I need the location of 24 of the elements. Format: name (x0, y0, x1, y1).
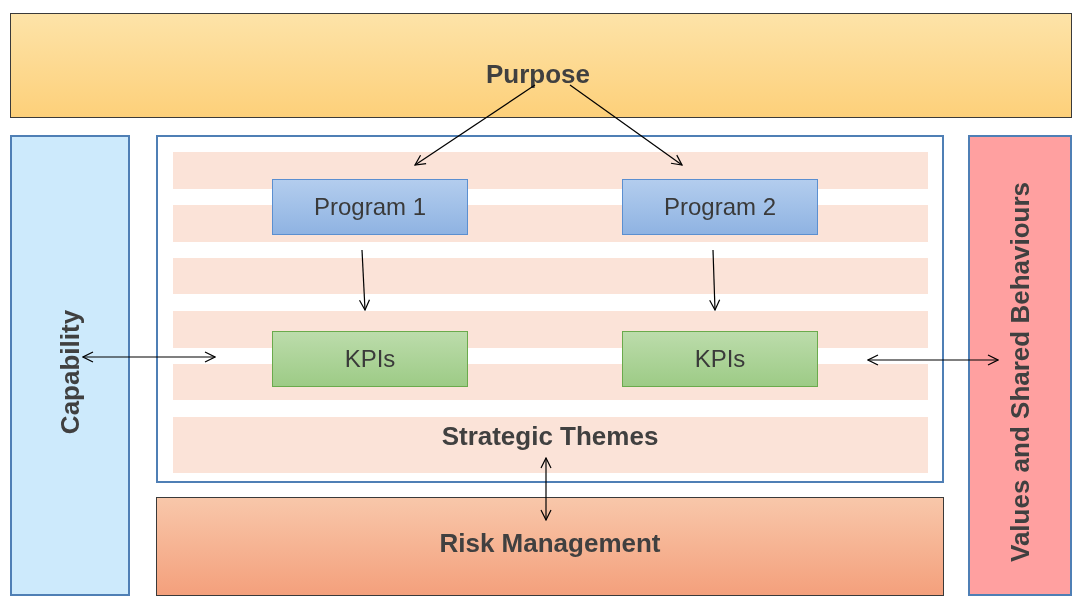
arrow (414, 84, 536, 166)
node-label: Capability (54, 309, 86, 435)
panel-heading: Strategic Themes (440, 421, 660, 452)
purpose-band (10, 13, 1072, 118)
program-box (622, 179, 818, 235)
node-label: Values and Shared Behaviours (1004, 182, 1036, 562)
program-box (272, 179, 468, 235)
node-label: Risk Management (438, 528, 662, 559)
kpi-box (272, 331, 468, 387)
node-label: Program 1 (312, 193, 427, 221)
arrow (709, 249, 721, 311)
double-arrow (867, 354, 999, 366)
capability-pillar (10, 135, 130, 596)
double-arrow (540, 457, 552, 521)
kpi-box (622, 331, 818, 387)
node-label: KPIs (693, 345, 747, 373)
values-pillar (968, 135, 1072, 596)
double-arrow (82, 351, 216, 363)
node-label: Purpose (486, 59, 590, 90)
risk-management-band (156, 497, 944, 596)
arrow (358, 249, 371, 311)
node-label: Program 2 (662, 193, 777, 221)
node-label: KPIs (343, 345, 397, 373)
arrow (569, 84, 683, 166)
